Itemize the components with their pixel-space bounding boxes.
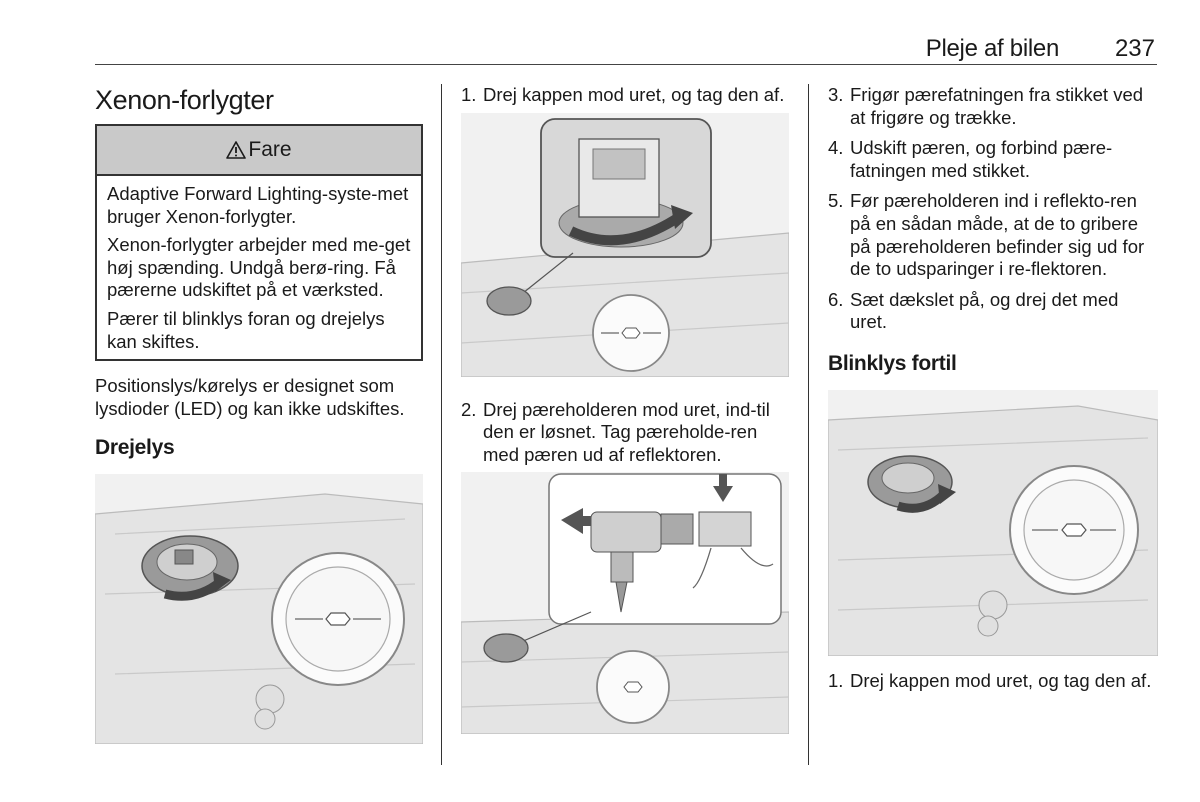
step-number: 5. (828, 190, 844, 212)
step-text: Frigør pærefatningen fra stikket ved at … (850, 84, 1144, 128)
page-number: 237 (1114, 35, 1155, 62)
steps-list: 1. Drej kappen mod uret, og tag den af. (828, 670, 1158, 693)
bulb-holder-illustration (461, 472, 789, 735)
warning-text: Pærer til blinklys foran og drejelys kan… (107, 307, 385, 352)
warning-body: Adaptive Forward Lighting-syste-met brug… (97, 176, 421, 359)
step-item: 2. Drej pæreholderen mod uret, ind-til d… (461, 399, 789, 467)
body-paragraph: Positionslys/kørelys er designet som lys… (95, 375, 405, 419)
warning-text: Adaptive Forward Lighting-syste-met brug… (107, 183, 409, 227)
step-text: Sæt dækslet på, og drej det med uret. (850, 288, 1119, 333)
column-divider (808, 84, 809, 765)
column-right: 3. Frigør pærefatningen fra stikket ved … (828, 84, 1158, 693)
page-title: Xenon-forlygter (95, 85, 274, 115)
column-divider (441, 84, 442, 765)
step-number: 6. (828, 288, 844, 310)
step-text: Drej kappen mod uret, og tag den af. (850, 669, 1152, 691)
steps-list: 1. Drej kappen mod uret, og tag den af. (461, 84, 789, 107)
step-number: 2. (461, 398, 477, 420)
warning-text: Xenon-forlygter arbejder med me-get høj … (107, 234, 411, 301)
indicator-illustration (828, 389, 1158, 656)
column-middle: 1. Drej kappen mod uret, og tag den af. … (461, 84, 789, 735)
step-item: 1. Drej kappen mod uret, og tag den af. (461, 84, 789, 107)
cap-removal-illustration (461, 112, 789, 377)
warning-header: Fare (97, 126, 421, 176)
step-number: 4. (828, 137, 844, 159)
step-item: 3. Frigør pærefatningen fra stikket ved … (828, 84, 1158, 129)
step-item: 6. Sæt dækslet på, og drej det med uret. (828, 289, 1158, 334)
step-item: 4. Udskift pæren, og forbind pære-fatnin… (828, 137, 1158, 182)
column-left: Xenon-forlygter Fare Adaptive Forward Li… (95, 84, 423, 745)
headlamp-illustration (95, 474, 423, 745)
steps-list: 3. Frigør pærefatningen fra stikket ved … (828, 84, 1158, 334)
step-item: 5. Før pæreholderen ind i reflekto-ren p… (828, 190, 1158, 280)
step-text: Drej kappen mod uret, og tag den af. (483, 84, 785, 105)
step-text: Udskift pæren, og forbind pære-fatningen… (850, 137, 1113, 181)
step-number: 1. (461, 84, 477, 105)
warning-label: Fare (248, 138, 292, 161)
step-item: 1. Drej kappen mod uret, og tag den af. (828, 670, 1158, 693)
steps-list: 2. Drej pæreholderen mod uret, ind-til d… (461, 399, 789, 467)
step-number: 3. (828, 84, 844, 105)
section-title: Pleje af bilen (925, 35, 1060, 62)
step-text: Før pæreholderen ind i reflekto-ren på e… (850, 190, 1145, 280)
page-header: Pleje af bilen 237 (95, 34, 1157, 65)
step-text: Drej pæreholderen mod uret, ind-til den … (483, 398, 770, 465)
subheading-drejelys: Drejelys (95, 436, 175, 460)
warning-triangle-icon (226, 141, 247, 159)
warning-box: Fare Adaptive Forward Lighting-syste-met… (95, 124, 423, 362)
subheading-blinklys: Blinklys fortil (828, 351, 957, 375)
step-number: 1. (828, 669, 844, 691)
